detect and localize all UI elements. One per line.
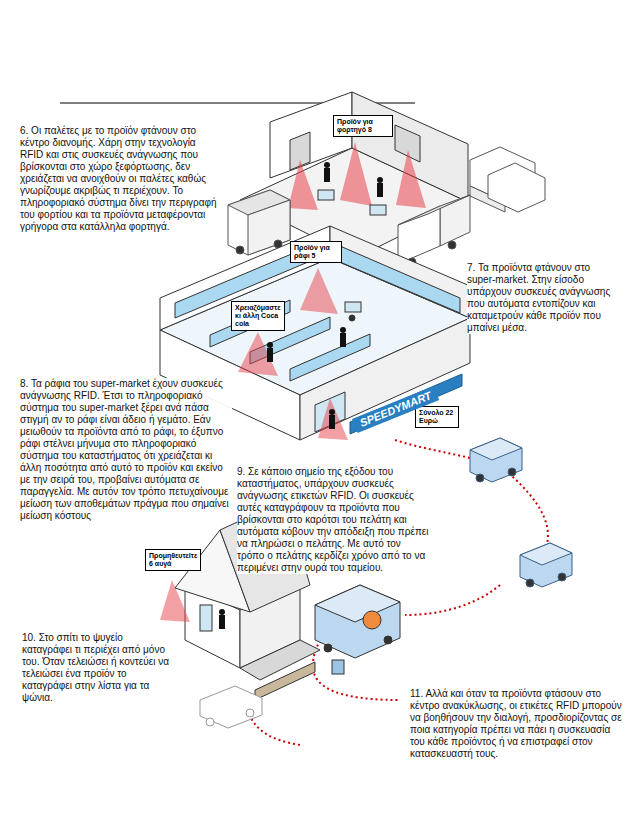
recycling-truck [315,585,400,674]
callout-text: Προμηθευτείτε 6 αυγά [149,552,197,568]
callout-text: Χρειαζόμαστε κι άλλη Coca cola [235,304,281,328]
callout-box: Χρειαζόμαστε κι άλλη Coca cola [231,301,285,331]
truck [228,190,290,255]
callout-text: Προϊόν για ράφι 5 [294,244,338,260]
callout-box: Προμηθευτείτε 6 αυγά [145,549,201,571]
callout-text: Σύνολο 22 Ευρώ [419,409,455,425]
step-note: 11. Αλλά και όταν τα προϊόντα φτάσουν στ… [410,688,622,760]
van [470,438,572,587]
step-note: 7. Τα προϊόντα φτάνουν στο super-market.… [467,262,617,334]
callout-box: Σύνολο 22 Ευρώ [415,406,459,428]
person-figure [267,327,346,429]
sign-banner [350,374,462,434]
step-note: 9. Σε κάποιο σημείο της εξόδου του κατασ… [237,466,429,574]
step-note: 10. Στο σπίτι το ψυγείο καταγράφει τι πε… [22,632,172,704]
step-note: 8. Τα ράφια του super-market έχουν συσκε… [20,378,232,522]
callout-text: Προϊόν για φορτηγό 8 [337,118,389,134]
truck [398,147,545,266]
car [200,686,262,728]
callout-box: Προϊόν για φορτηγό 8 [333,115,393,137]
step-note: 6. Οι παλέτες με το προϊόν φτάνουν στο κ… [20,125,220,233]
callout-box: Προϊόν για ράφι 5 [290,241,342,263]
person-figure [219,609,225,629]
person-figure [324,162,383,197]
